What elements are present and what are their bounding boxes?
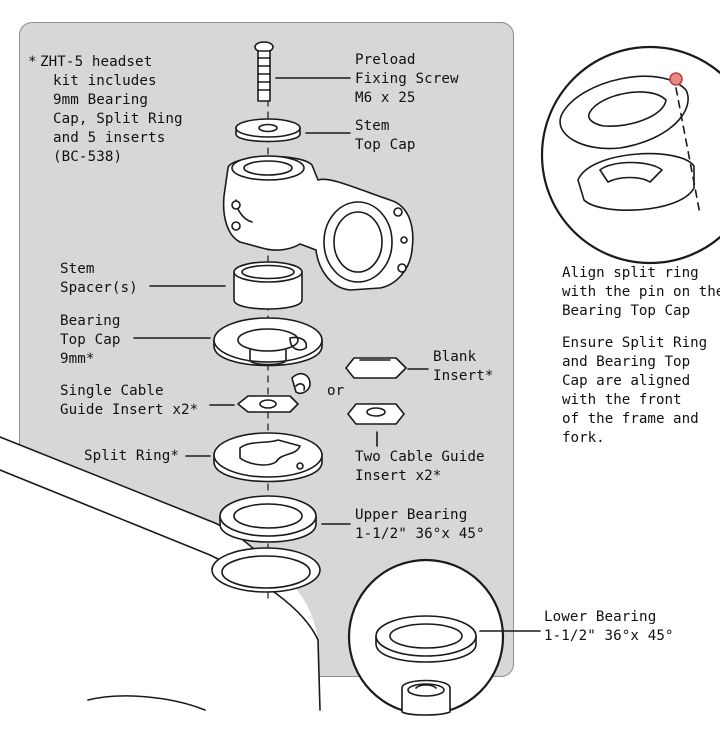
label-line: Single Cable (60, 383, 164, 399)
label-line: 1-1/2" 36°x 45° (544, 628, 674, 644)
frame-outline (0, 436, 321, 711)
align-note-line: and Bearing Top (562, 354, 691, 370)
two-cable-guide-insert-part (347, 403, 405, 447)
stem-top-cap-part (235, 118, 351, 143)
alignment-detail (540, 45, 720, 265)
label-line: Lower Bearing (544, 609, 657, 625)
align-note-line: Ensure Split Ring (562, 335, 708, 351)
label-line: Top Cap (60, 332, 121, 348)
kit-note-line-4: Cap, Split Ring (53, 111, 183, 127)
label-line: Guide Insert x2* (60, 402, 199, 418)
label-line: Blank (433, 349, 477, 365)
label-line: Stem (60, 261, 95, 277)
align-note-line: Align split ring (562, 265, 699, 281)
kit-note-asterisk: * (28, 54, 37, 70)
pin-clip-part (291, 372, 311, 395)
align-note-line: fork. (562, 430, 605, 446)
bearing-top-cap-part (133, 317, 323, 367)
label-line: Two Cable Guide (355, 449, 485, 465)
kit-note-line-5: and 5 inserts (53, 130, 166, 146)
label-line: Bearing (60, 313, 121, 329)
label-line: Fixing Screw (355, 71, 459, 87)
label-line: 9mm* (60, 351, 95, 367)
align-note-line: with the pin on the (562, 284, 720, 300)
crown-race-part (211, 547, 321, 593)
label-line: 1-1/2" 36°x 45° (355, 526, 485, 542)
label-line: M6 x 25 (355, 90, 416, 106)
align-note-line: Cap are aligned (562, 373, 691, 389)
align-note-line: with the front (562, 392, 682, 408)
stem-part (222, 155, 414, 291)
split-ring-part (185, 432, 323, 483)
label-or: or (327, 383, 345, 399)
stem-spacer-part (149, 261, 303, 310)
kit-note-line-3: 9mm Bearing (53, 92, 149, 108)
label-line: Insert* (433, 368, 494, 384)
label-line: Top Cap (355, 137, 416, 153)
kit-note-line-2: kit includes (53, 73, 157, 89)
label-line: Stem (355, 118, 390, 134)
preload-screw-part (254, 41, 351, 102)
label-line: Spacer(s) (60, 280, 138, 296)
label-line: Insert x2* (355, 468, 442, 484)
lower-bearing-detail (347, 558, 541, 716)
blank-insert-part (345, 357, 429, 379)
label-split-ring: Split Ring* (84, 448, 180, 464)
upper-bearing-part (219, 495, 351, 543)
kit-note-line-1: ZHT-5 headset (40, 54, 153, 70)
kit-note-line-6: (BC-538) (53, 149, 123, 165)
single-cable-guide-insert-part (209, 395, 299, 413)
label-line: Upper Bearing (355, 507, 468, 523)
align-note-line: Bearing Top Cap (562, 303, 691, 319)
align-note-line: of the frame and (562, 411, 699, 427)
label-line: Preload (355, 52, 416, 68)
